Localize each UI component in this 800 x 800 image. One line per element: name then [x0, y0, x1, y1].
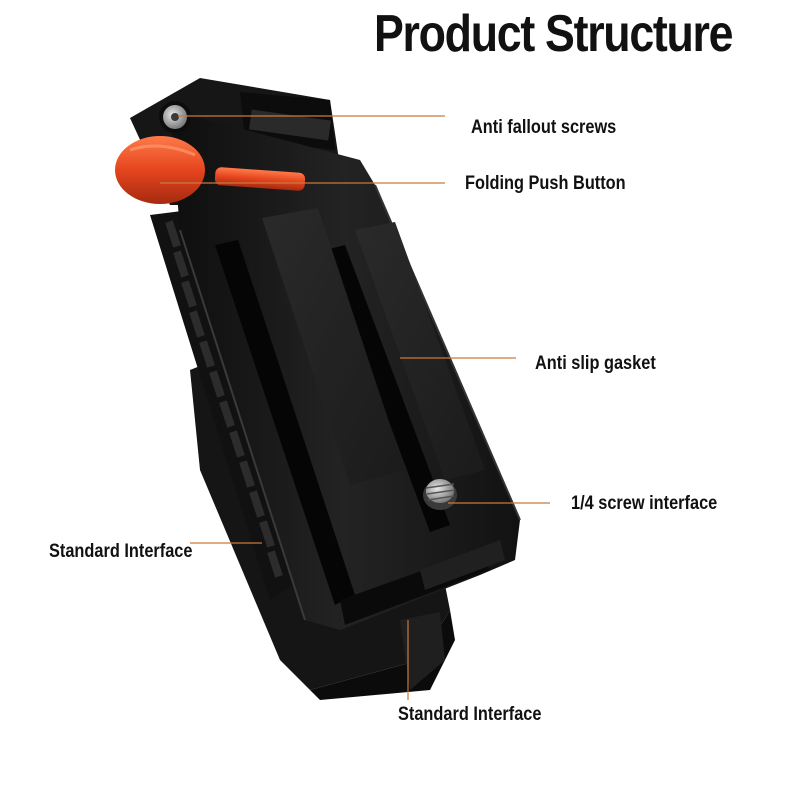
callout-folding-push-button: Folding Push Button — [465, 173, 626, 194]
leader-lines — [160, 115, 550, 700]
anti-fallout-screw — [159, 101, 191, 133]
callout-anti-slip-gasket: Anti slip gasket — [535, 353, 656, 374]
callout-standard-interface-left: Standard Interface — [49, 541, 193, 562]
side-teeth-rail — [150, 210, 300, 600]
page-title: Product Structure — [374, 5, 734, 63]
callout-standard-interface-bottom: Standard Interface — [398, 704, 542, 725]
callout-anti-fallout-screws: Anti fallout screws — [471, 117, 617, 138]
callout-screw-interface: 1/4 screw interface — [571, 493, 718, 514]
folding-push-button — [115, 136, 306, 204]
quarter-inch-screw — [423, 479, 457, 510]
